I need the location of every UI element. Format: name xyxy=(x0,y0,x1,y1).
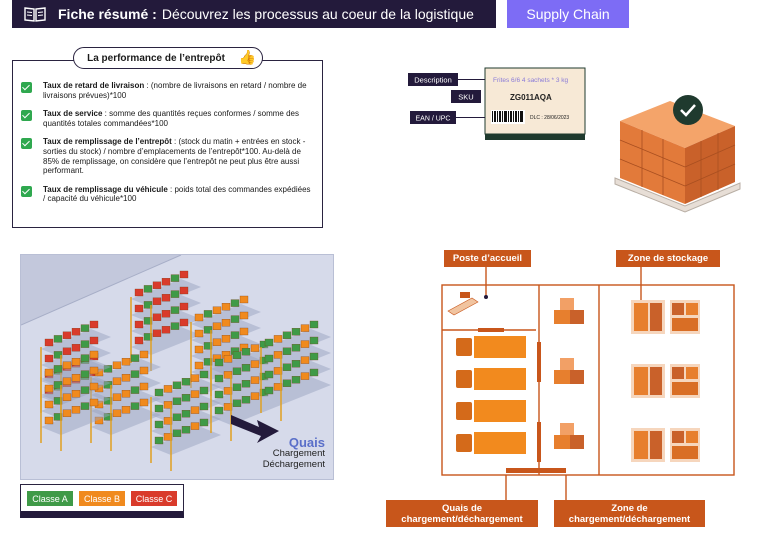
header-title: Découvrez les processus au coeur de la l… xyxy=(161,6,474,22)
pallet-boxes-icon xyxy=(614,95,741,213)
accueil-label: Poste d’accueil xyxy=(444,250,531,267)
box-stack-icon xyxy=(554,423,584,449)
product-label-illustration: Description SKU EAN / UPC Frites 6/6 4 s… xyxy=(408,67,741,213)
performance-box: Taux de retard de livraison : (nombre de… xyxy=(12,60,323,228)
category-tag[interactable]: Supply Chain xyxy=(507,0,629,28)
rack xyxy=(150,370,221,471)
kpi-item: Taux de retard de livraison : (nombre de… xyxy=(21,81,314,100)
check-icon xyxy=(680,104,696,117)
legend-classe-a: Classe A xyxy=(27,491,73,506)
shelving-racks xyxy=(20,254,331,471)
performance-title: La performance de l’entrepôt 👍 xyxy=(73,47,263,69)
sku-value: ZG011AQA xyxy=(510,93,552,102)
open-book-icon xyxy=(24,7,46,22)
kpi-item: Taux de remplissage du véhicule : poids … xyxy=(21,185,314,204)
rack xyxy=(130,270,201,371)
kpi-list: Taux de retard de livraison : (nombre de… xyxy=(21,81,314,213)
quais-chargement-label: Quais de chargement/déchargement xyxy=(386,500,538,527)
kpi-item: Taux de remplissage de l’entrepôt : (sto… xyxy=(21,137,314,175)
ean-tag: EAN / UPC xyxy=(415,116,450,123)
truck-icon xyxy=(456,400,526,422)
dlc-value: DLC : 28/06/2023 xyxy=(530,115,569,121)
truck-icon xyxy=(456,368,526,390)
pallet-icon xyxy=(631,300,665,334)
checkbox-icon xyxy=(21,110,32,122)
warehouse-floor-plan: Poste d’accueil Zone de stockage Quais d… xyxy=(386,232,741,532)
pallet-icon xyxy=(631,428,665,462)
pallet-icon xyxy=(670,364,700,398)
description-tag: Description xyxy=(414,76,452,85)
legend-classe-c: Classe C xyxy=(131,491,177,506)
box-stack-icon xyxy=(554,358,584,384)
class-legend: Classe A Classe B Classe C xyxy=(20,484,184,518)
mid-boxes xyxy=(554,298,584,449)
barcode-icon xyxy=(491,110,525,124)
quais-label: Quais Chargement Déchargement xyxy=(262,435,325,470)
header-title-bold: Fiche résumé : xyxy=(58,6,157,22)
description-value: Frites 6/6 4 sachets * 3 kg xyxy=(493,77,569,84)
zone-chargement-label: Zone de chargement/déchargement xyxy=(554,500,705,527)
sku-tag: SKU xyxy=(458,93,473,102)
pallet-icon xyxy=(631,364,665,398)
checkbox-icon xyxy=(21,185,32,197)
box-stack-icon xyxy=(554,298,584,324)
stockage-label: Zone de stockage xyxy=(616,250,720,267)
truck-icon xyxy=(456,432,526,454)
checkbox-icon xyxy=(21,82,32,93)
warehouse-illustration: Quais Chargement Déchargement xyxy=(20,254,334,480)
legend-classe-b: Classe B xyxy=(79,491,125,506)
thumbs-up-icon: 👍 xyxy=(238,49,256,65)
header-bar: Fiche résumé : Découvrez les processus a… xyxy=(12,0,496,28)
arrow-icon xyxy=(231,415,279,443)
floor-plan-drawing xyxy=(441,266,735,504)
checkbox-icon xyxy=(21,138,32,150)
rack xyxy=(40,350,111,451)
pallet-icon xyxy=(670,428,700,462)
storage-pallets xyxy=(631,300,700,462)
rack xyxy=(90,350,161,451)
reception-desk-icon xyxy=(447,292,479,316)
trucks-group xyxy=(456,336,526,454)
rack xyxy=(260,320,331,421)
rack xyxy=(210,340,281,441)
pallet-icon xyxy=(670,300,700,334)
kpi-item: Taux de service : somme des quantités re… xyxy=(21,109,314,128)
truck-icon xyxy=(456,336,526,358)
